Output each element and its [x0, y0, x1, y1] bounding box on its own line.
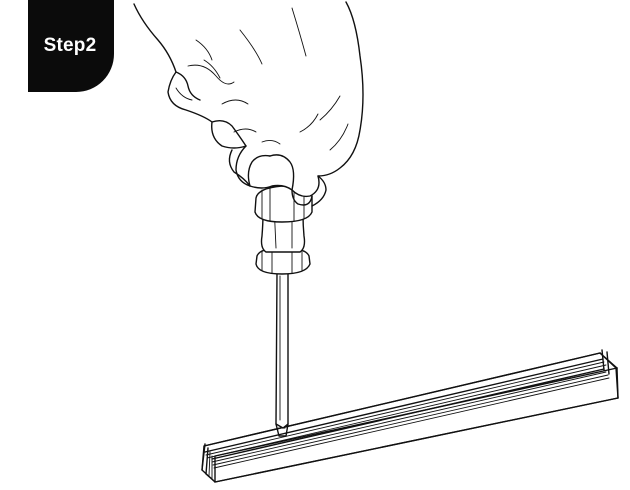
screwdriver-icon: [255, 186, 312, 436]
hand-icon: [134, 2, 363, 206]
aluminum-profile-icon: [202, 350, 618, 482]
